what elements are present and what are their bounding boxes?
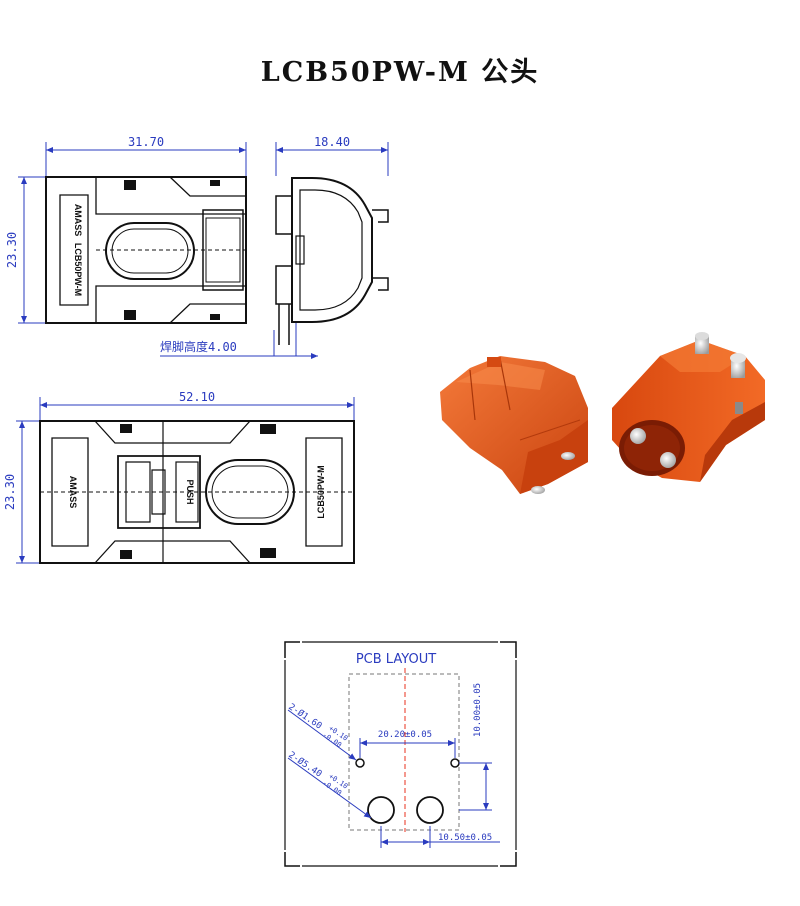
side-width-dim: 18.40 (314, 135, 350, 149)
side-view-drawing: 18.40 焊脚高度4.00 (160, 135, 389, 359)
pcb-large-hole: 2-Ø5.40 +0.10 -0.00 (285, 746, 355, 801)
bottom-view-drawing: 52.10 23.30 PUSH AMASS LCB50PW-M (3, 390, 355, 564)
page-title: LCB50PW-M 公头 (260, 57, 540, 88)
bottom-left-label: AMASS (68, 476, 78, 509)
pcb-title: PCB LAYOUT (356, 652, 436, 667)
pcb-layout-drawing: PCB LAYOUT 20.20±0.05 10.00±0.05 10.50±0… (284, 641, 517, 867)
product-render-back (440, 356, 588, 494)
bottom-width-dim: 52.10 (179, 390, 215, 404)
top-width-dim: 31.70 (128, 135, 164, 149)
top-height-dim: 23.30 (5, 232, 19, 268)
pcb-large-spacing: 10.50±0.05 (438, 833, 492, 843)
bottom-right-label: LCB50PW-M (316, 465, 326, 518)
top-view-drawing: 31.70 23.30 AMASS LCB50PW-M (5, 135, 247, 324)
pin-height-label: 焊脚高度4.00 (160, 339, 237, 354)
push-label: PUSH (185, 479, 195, 504)
product-render-front (612, 332, 765, 482)
top-side-label: AMASS LCB50PW-M (73, 204, 83, 296)
pcb-small-hole: 2-Ø1.60 +0.10 -0.00 (285, 698, 355, 753)
bottom-height-dim: 23.30 (3, 474, 17, 510)
pcb-small-spacing: 20.20±0.05 (378, 730, 432, 740)
pcb-vertical-offset: 10.00±0.05 (473, 683, 483, 737)
